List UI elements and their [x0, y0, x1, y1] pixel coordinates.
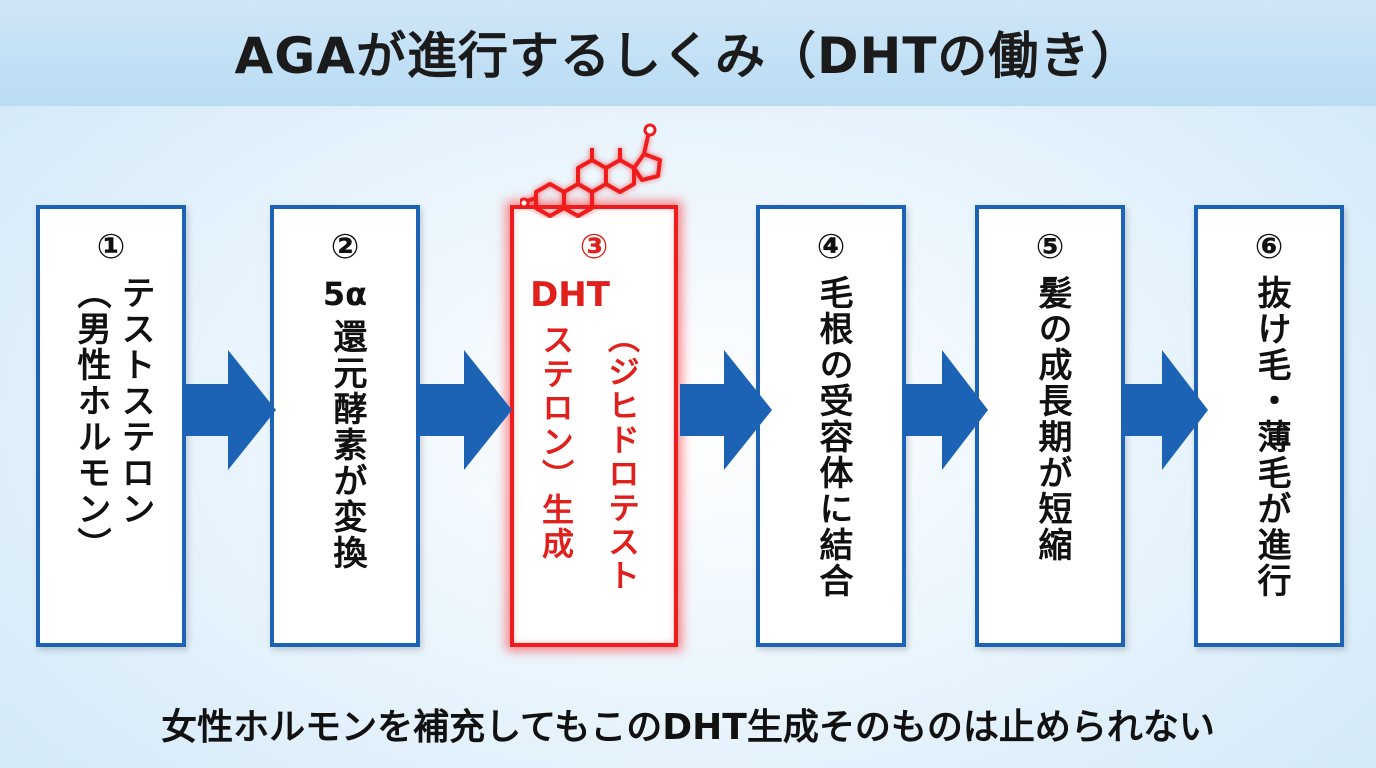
step-5-box: ⑤ 髪の成長期が短縮	[975, 205, 1125, 647]
step-3-line1: DHT	[530, 275, 610, 315]
step-3-line2: （ジヒドロテスト	[603, 321, 641, 593]
right-arrow-icon	[1122, 350, 1208, 470]
step-4-line1: 毛根の受容体に結合	[813, 275, 853, 599]
step-3-box: ③ DHT （ジヒドロテスト ステロン）生成	[510, 205, 678, 647]
step-1-line2: （男性ホルモン）	[71, 275, 111, 563]
step-1-line1: テストステロン	[115, 275, 155, 527]
step-4-box: ④ 毛根の受容体に結合	[756, 205, 906, 647]
page-title: AGAが進行するしくみ（DHTの働き）	[234, 27, 1142, 85]
step-2-number: ②	[330, 227, 360, 267]
step-6-box: ⑥ 抜け毛・薄毛が進行	[1194, 205, 1344, 647]
step-5-number: ⑤	[1035, 227, 1065, 267]
step-2-line2: 還元酵素が変換	[327, 319, 367, 571]
step-5-line1: 髪の成長期が短縮	[1032, 275, 1072, 563]
step-3-number: ③	[579, 227, 609, 267]
step-6-line1: 抜け毛・薄毛が進行	[1251, 275, 1291, 599]
dht-molecule-icon	[520, 123, 662, 218]
step-1-number: ①	[96, 227, 126, 267]
step-6-number: ⑥	[1254, 227, 1284, 267]
step-2-box: ② 5α 還元酵素が変換	[270, 205, 420, 647]
right-arrow-icon	[904, 350, 988, 470]
step-1-box: ① テストステロン （男性ホルモン）	[36, 205, 186, 647]
right-arrow-icon	[184, 350, 276, 470]
right-arrow-icon	[420, 350, 512, 470]
footer-note: 女性ホルモンを補充してもこのDHT生成そのものは止められない	[161, 707, 1215, 748]
title-band	[0, 0, 1376, 106]
step-2-line1: 5α	[322, 275, 368, 313]
step-4-number: ④	[816, 227, 846, 267]
step-3-line3: ステロン）生成	[537, 323, 575, 561]
right-arrow-icon	[680, 350, 772, 470]
